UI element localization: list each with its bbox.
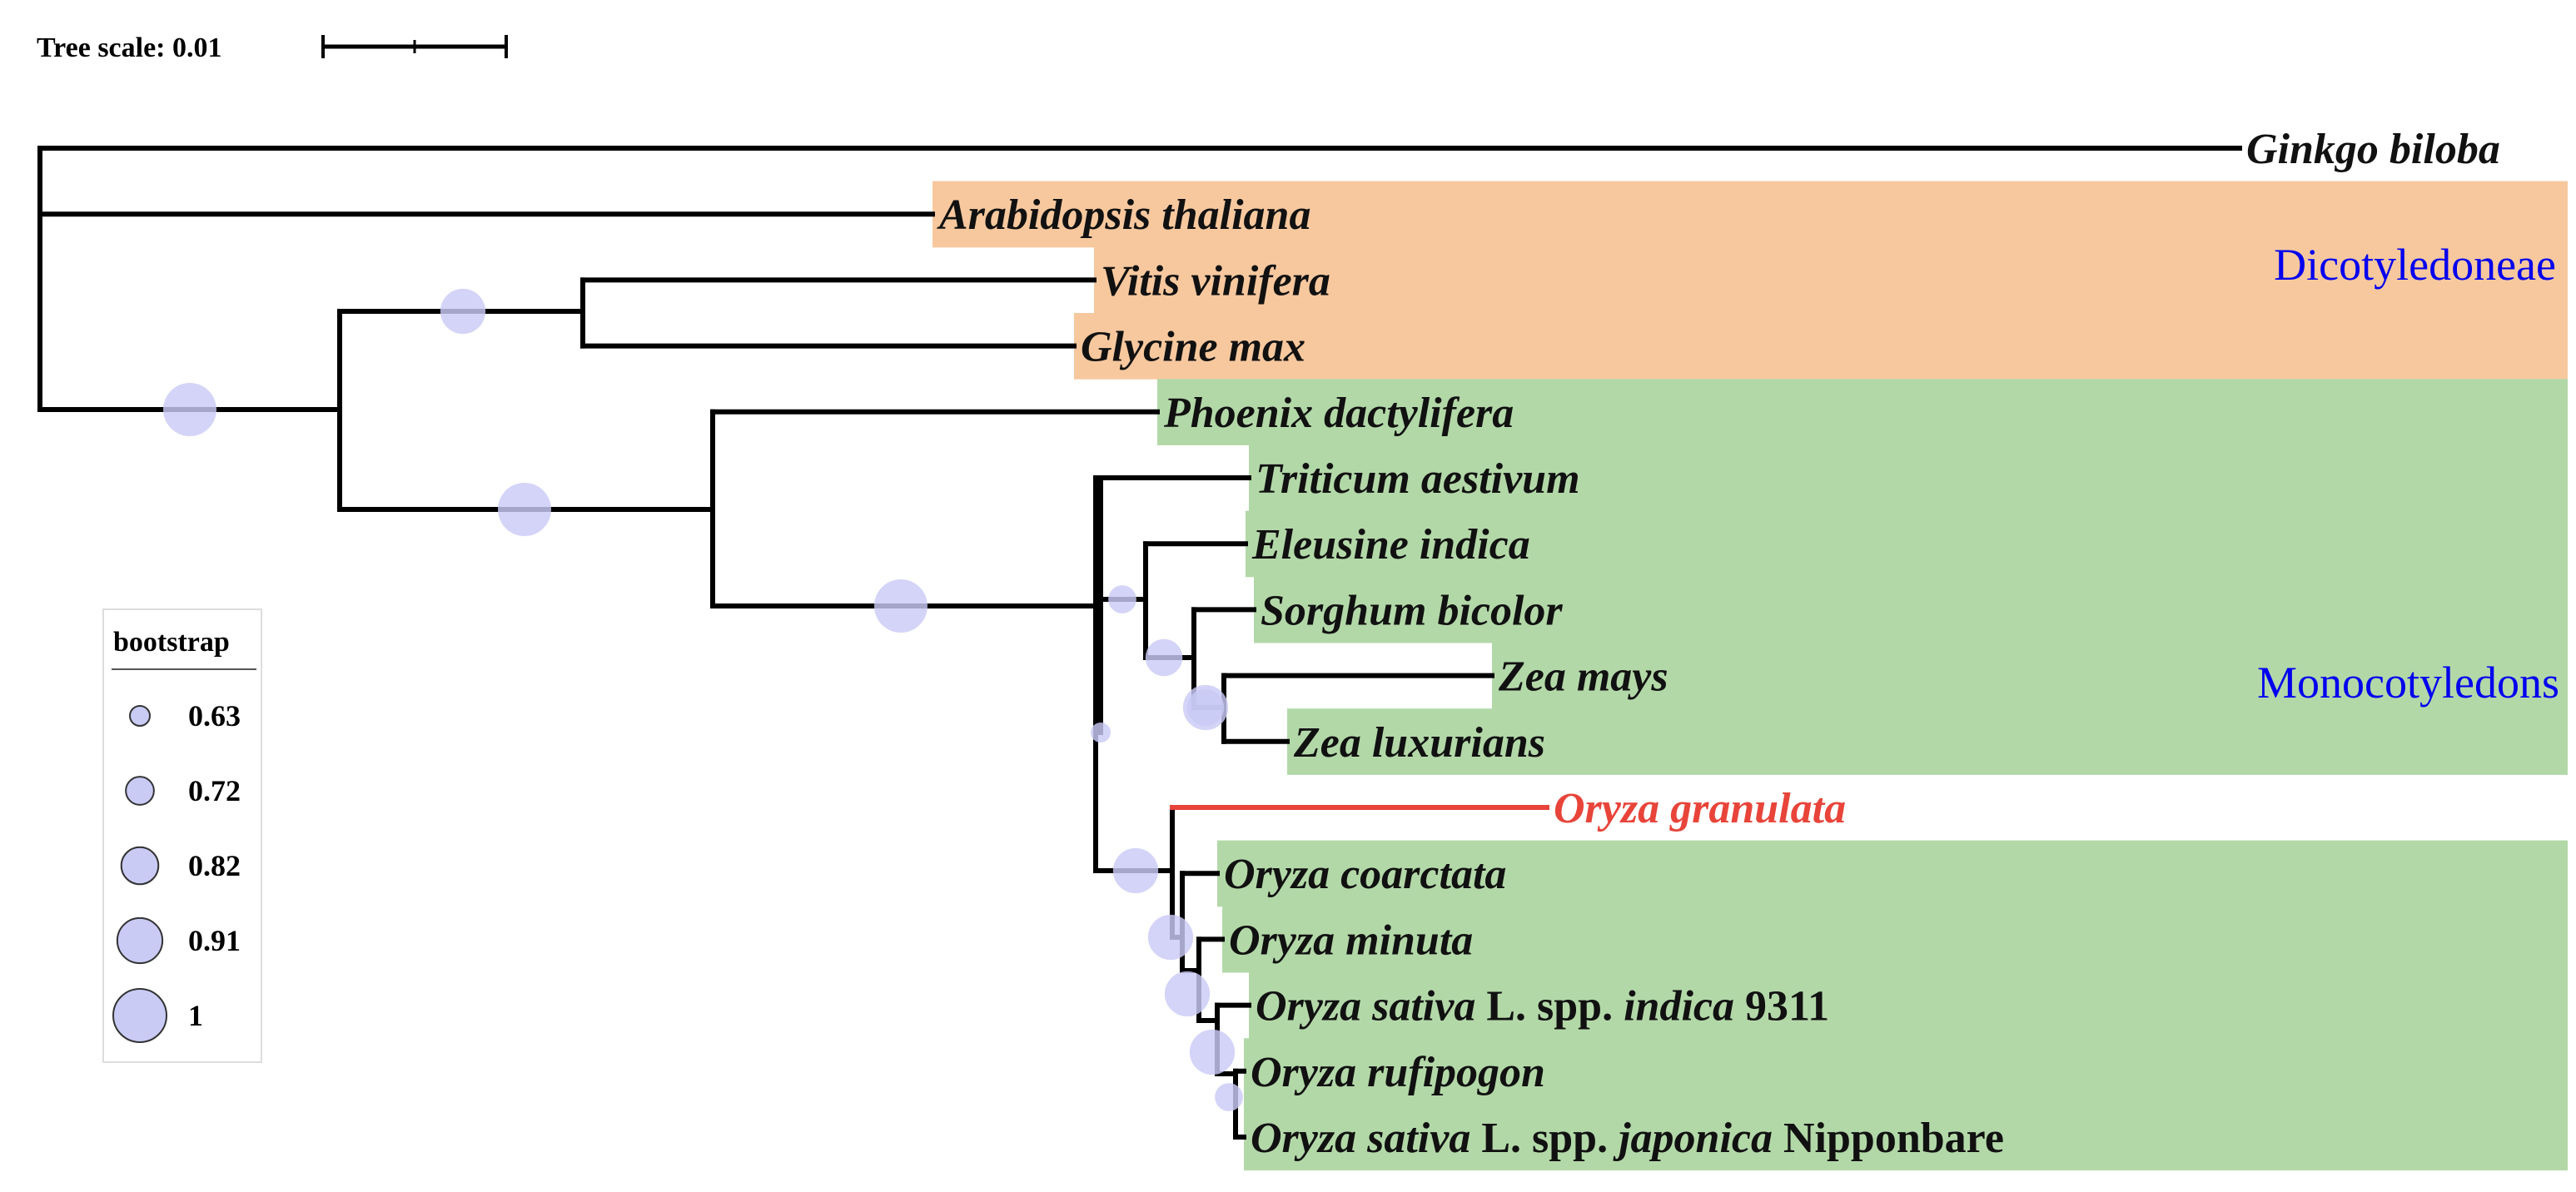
taxon-label-triticum: Triticum aestivum: [1256, 455, 1580, 503]
tree-scale: Tree scale: 0.01: [37, 32, 508, 63]
bootstrap-circle: [1112, 847, 1159, 894]
taxon-label-part: Zea mays: [1498, 653, 1668, 701]
bootstrap-circle: [1091, 723, 1111, 743]
legend-value: 0.72: [188, 774, 241, 807]
bootstrap-legend: bootstrap 0.63 0.72 0.82 0.91 1: [102, 608, 262, 1063]
bootstrap-circle: [1164, 971, 1211, 1017]
taxon-label-ginkgo: Ginkgo biloba: [2246, 126, 2500, 173]
legend-value: 0.63: [188, 699, 241, 733]
clade-band-row: [1287, 708, 2568, 775]
bootstrap-circle: [1145, 638, 1183, 677]
taxon-label-part: Vitis vinifera: [1101, 257, 1330, 305]
taxon-label-part: Ginkgo biloba: [2246, 126, 2500, 173]
taxon-label-part: L. spp.: [1475, 983, 1624, 1031]
taxon-label-part: Sorghum bicolor: [1261, 587, 1563, 634]
taxon-label-oryza-indica: Oryza sativa L. spp. indica 9311: [1256, 983, 1829, 1031]
taxon-label-part: Glycine max: [1081, 324, 1305, 371]
legend-value: 1: [188, 999, 203, 1032]
taxon-label-oryza-japonica: Oryza sativa L. spp. japonica Nipponbare: [1251, 1115, 2004, 1162]
bootstrap-circle: [1147, 914, 1194, 961]
taxon-label-part: japonica: [1613, 1115, 1773, 1162]
bootstrap-circle: [498, 483, 551, 536]
tree-branches: [37, 146, 2242, 1140]
taxon-label-oryza-coarctata: Oryza coarctata: [1224, 851, 1506, 898]
clade-band-row: [1157, 379, 2568, 445]
taxon-label-oryza-minuta: Oryza minuta: [1229, 916, 1473, 964]
taxon-label-oryza-rufipogon: Oryza rufipogon: [1251, 1049, 1545, 1096]
taxon-label-part: Oryza sativa: [1256, 983, 1475, 1031]
legend-circle: [125, 776, 155, 806]
taxon-label-vitis: Vitis vinifera: [1101, 257, 1330, 305]
taxon-label-part: Arabidopsis thaliana: [937, 191, 1310, 239]
clade-band-row: [1249, 972, 2568, 1039]
legend-circle: [129, 705, 151, 727]
clade-band-row: [1074, 313, 2568, 380]
legend-value: 0.91: [188, 924, 241, 957]
taxon-label-part: Triticum aestivum: [1256, 455, 1580, 503]
bootstrap-circle: [1108, 585, 1136, 613]
taxon-label-glycine: Glycine max: [1081, 324, 1305, 371]
bootstrap-circle: [163, 383, 216, 436]
taxon-label-part: Eleusine indica: [1251, 521, 1530, 569]
taxon-label-part: Oryza minuta: [1229, 916, 1473, 964]
clade-band-row: [1492, 643, 2568, 709]
bootstrap-circle: [874, 579, 927, 633]
taxon-label-part: Oryza rufipogon: [1251, 1049, 1545, 1096]
legend-items: 0.63 0.72 0.82 0.91 1: [112, 699, 241, 1043]
taxon-label-part: L. spp.: [1470, 1115, 1619, 1162]
taxon-label-zea-luxurians: Zea luxurians: [1293, 719, 1545, 767]
clade-band-row: [1254, 576, 2568, 643]
clade-band-row: [1249, 445, 2568, 512]
clade-band-row: [1094, 246, 2568, 314]
bootstrap-circle: [1189, 1029, 1236, 1075]
bootstrap-circles: [163, 288, 1243, 1111]
legend-box: [102, 608, 262, 1063]
taxon-label-part: Oryza granulata: [1554, 785, 1846, 832]
taxon-label-part: Zea luxurians: [1293, 719, 1545, 767]
taxon-label-eleusine: Eleusine indica: [1251, 521, 1530, 569]
clade-band-row: [1217, 840, 2568, 907]
legend-value: 0.82: [188, 849, 241, 882]
taxon-label-part: Phoenix dactylifera: [1163, 390, 1514, 437]
clade-band-row: [1222, 906, 2568, 973]
clade-backgrounds: [932, 181, 2568, 1171]
taxon-label-part: Nipponbare: [1773, 1115, 2004, 1162]
legend-circle: [116, 916, 164, 965]
clade-band-row: [1244, 1104, 2568, 1171]
legend-circle: [120, 846, 160, 886]
tree-scale-label: Tree scale: 0.01: [37, 32, 222, 63]
bootstrap-circle: [1186, 688, 1225, 727]
taxon-label-oryza-granulata: Oryza granulata: [1554, 785, 1846, 832]
legend-title: bootstrap: [113, 627, 230, 658]
clade-label-dicotyledoneae: Dicotyledoneae: [2274, 240, 2556, 290]
bootstrap-circle: [440, 288, 486, 335]
taxon-label-phoenix: Phoenix dactylifera: [1163, 390, 1514, 437]
clade-band-row: [1244, 1038, 2568, 1105]
taxon-label-part: indica: [1624, 983, 1734, 1031]
clade-band-row: [932, 181, 2568, 248]
taxon-label-zea-mays: Zea mays: [1498, 653, 1668, 701]
legend-circle: [112, 988, 167, 1043]
taxon-label-part: Oryza coarctata: [1224, 851, 1506, 898]
clade-band-row: [1246, 510, 2568, 578]
taxon-label-arabidopsis: Arabidopsis thaliana: [937, 191, 1310, 239]
taxon-label-part: Oryza sativa: [1251, 1115, 1470, 1162]
taxon-label-sorghum: Sorghum bicolor: [1261, 587, 1563, 634]
taxon-label-part: 9311: [1734, 983, 1829, 1031]
clade-label-monocotyledons: Monocotyledons: [2257, 658, 2559, 708]
bootstrap-circle: [1215, 1083, 1243, 1111]
